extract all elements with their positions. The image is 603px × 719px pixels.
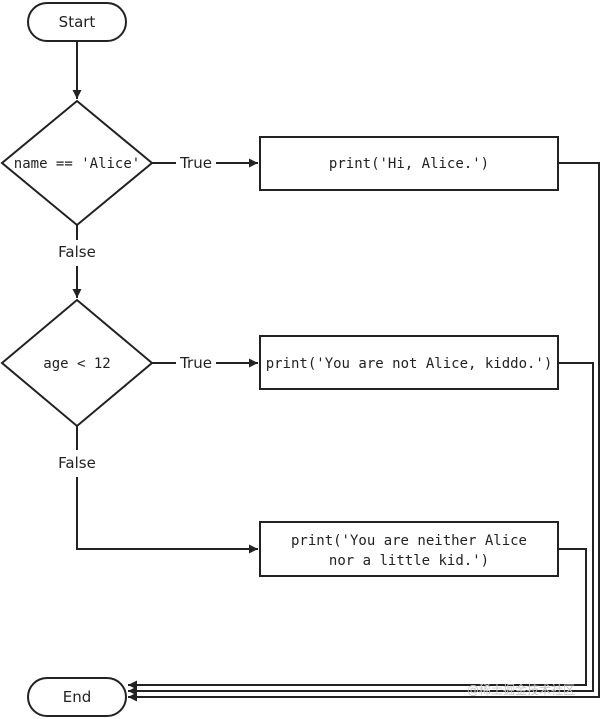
- false-label-1: False: [58, 243, 96, 261]
- edge-action-3-to-end: [128, 548, 587, 690]
- end-label: End: [63, 688, 92, 706]
- action-2-label: print('You are not Alice, kiddo.'): [266, 356, 553, 372]
- edge-action-1-to-end: [128, 162, 600, 702]
- start-label: Start: [59, 13, 96, 31]
- edge-false-2-to-action-3: [76, 477, 258, 554]
- action-3-label-line-2: nor a little kid.'): [329, 553, 489, 569]
- action-1-box: [259, 136, 559, 191]
- watermark: @稀土掘金技术社区: [467, 682, 575, 697]
- end-terminal: [27, 677, 127, 717]
- decision-2-label: age < 12: [43, 356, 110, 372]
- true-label-1: True: [179, 154, 212, 172]
- decision-1-label: name == 'Alice': [14, 156, 140, 172]
- action-1-label: print('Hi, Alice.'): [329, 156, 489, 172]
- edge-action-2-to-end: [128, 362, 594, 696]
- action-3-box: [259, 521, 559, 577]
- false-label-2: False: [58, 454, 96, 472]
- action-3-label-line-1: print('You are neither Alice: [291, 533, 527, 549]
- true-label-2: True: [179, 354, 212, 372]
